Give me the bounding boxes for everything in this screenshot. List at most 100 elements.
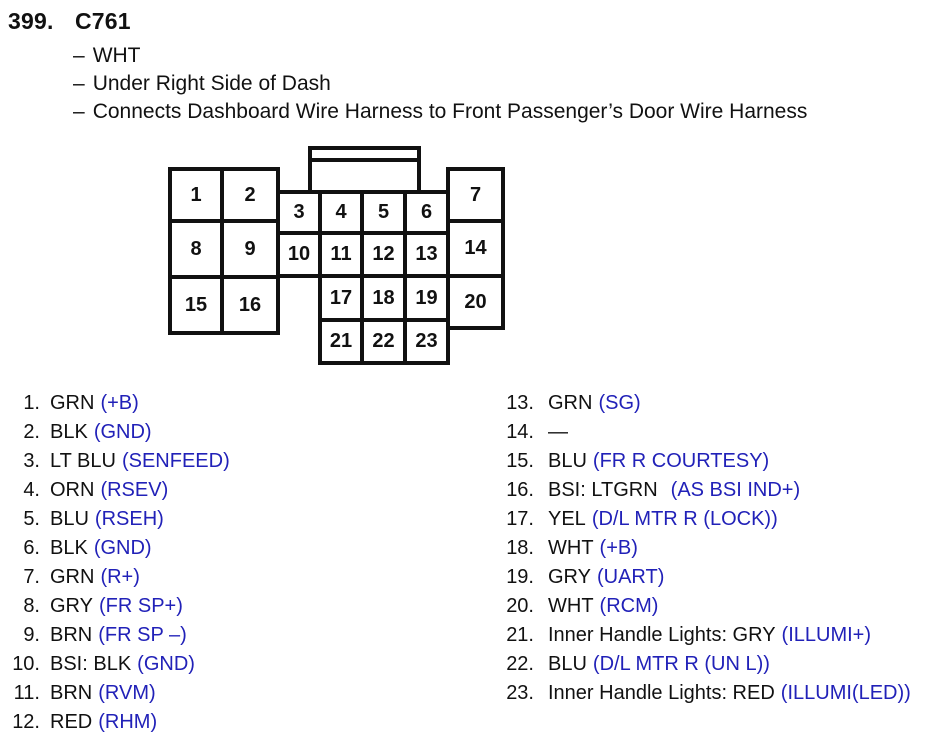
pin-list-item: 21.Inner Handle Lights: GRY(ILLUMI+) [492, 621, 926, 650]
pin-cell-10: 10 [276, 231, 322, 278]
pin-list-item: 8. GRY(FR SP+) [0, 592, 460, 621]
pin-number: 15. [506, 450, 534, 472]
wire-color-label: BLU [50, 508, 89, 530]
connector-notes: –WHT –Under Right Side of Dash –Connects… [73, 42, 807, 126]
pin-cell-12: 12 [360, 231, 407, 278]
wire-color-label: BLK [50, 421, 88, 443]
signal-name: (RVM) [98, 682, 156, 704]
pin-cell-20: 20 [446, 274, 505, 330]
wire-color-label: RED [50, 711, 93, 733]
wire-color-label: GRY [548, 566, 591, 588]
pin-list-left: 1.GRN(+B)2.BLK(GND)3.LT BLU(SENFEED)4.OR… [0, 389, 460, 737]
pin-list-item: 23.Inner Handle Lights: RED(ILLUMI(LED)) [492, 679, 926, 708]
wire-color-label: GRN [50, 566, 95, 588]
signal-name: (FR R COURTESY) [592, 450, 770, 472]
pin-list-item: 6. BLK(GND) [0, 534, 460, 563]
pin-list-item: 18.WHT(+B) [492, 534, 926, 563]
pin-cell-22: 22 [360, 318, 407, 365]
pin-cell-9: 9 [220, 219, 280, 279]
pin-list-item: 13. GRN(SG) [492, 389, 926, 418]
wire-color-label: BRN [50, 682, 93, 704]
pin-cell-23: 23 [403, 318, 450, 365]
pin-cell-7: 7 [446, 167, 505, 223]
signal-name: (RCM) [599, 595, 659, 617]
pin-list-item: 7. GRN(R+) [0, 563, 460, 592]
note-location: –Under Right Side of Dash [73, 70, 807, 98]
pin-cell-2: 2 [220, 167, 280, 223]
signal-name: (GND) [93, 537, 152, 559]
pin-number: 1. [23, 392, 40, 414]
pin-number: 17. [506, 508, 534, 530]
pin-cell-14: 14 [446, 219, 505, 278]
signal-name: (+B) [100, 392, 139, 414]
dash-bullet: – [73, 100, 85, 123]
wire-color-label: WHT [548, 595, 594, 617]
pin-number: 8. [23, 595, 40, 617]
pin-cell-6: 6 [403, 190, 450, 235]
wire-color-label: GRY [50, 595, 93, 617]
signal-name: (SG) [598, 392, 641, 414]
connector-keyway-bar [312, 158, 417, 162]
signal-name: (RSEH) [94, 508, 164, 530]
signal-name: (D/L MTR R (UN L)) [592, 653, 770, 675]
pin-number: 18. [506, 537, 534, 559]
signal-name: (ILLUMI+) [781, 624, 872, 646]
page-title: 399.C761 [8, 8, 131, 35]
pin-cell-16: 16 [220, 275, 280, 335]
pin-list-item: 12.RED(RHM) [0, 708, 460, 737]
pin-number: 13. [506, 392, 534, 414]
pin-number: 7. [23, 566, 40, 588]
pin-number: 10. [12, 653, 40, 675]
pin-number: 21. [506, 624, 534, 646]
wire-color-label: WHT [548, 537, 594, 559]
wire-color-label: — [548, 421, 568, 443]
pin-list-item: 11. BRN(RVM) [0, 679, 460, 708]
pin-list-item: 20.WHT(RCM) [492, 592, 926, 621]
pin-number: 22. [506, 653, 534, 675]
pin-number: 9. [23, 624, 40, 646]
signal-name: (GND) [137, 653, 195, 675]
pin-cell-15: 15 [168, 275, 224, 335]
signal-name: (SENFEED) [121, 450, 230, 472]
item-number: 399. [8, 8, 54, 34]
pin-list-item: 16.BSI: LTGRN(AS BSI IND+) [492, 476, 926, 505]
signal-name: (ILLUMI(LED)) [780, 682, 911, 704]
wire-color-label: Inner Handle Lights: RED [548, 682, 775, 704]
signal-name: (FR SP –) [98, 624, 187, 646]
pin-cell-21: 21 [318, 318, 364, 365]
signal-name: (R+) [100, 566, 140, 588]
pin-cell-4: 4 [318, 190, 364, 235]
pin-number: 6. [23, 537, 40, 559]
pin-number: 11. [13, 682, 40, 704]
pin-list-item: 3. LT BLU(SENFEED) [0, 447, 460, 476]
wire-color-label: BSI: BLK [50, 653, 132, 675]
wire-color-label: LT BLU [50, 450, 116, 472]
wire-color-label: BLU [548, 450, 587, 472]
wire-color-label: GRN [548, 392, 593, 414]
pin-list-item: 17. YEL(D/L MTR R (LOCK)) [492, 505, 926, 534]
pin-cell-3: 3 [276, 190, 322, 235]
signal-name: (RSEV) [100, 479, 169, 501]
pin-list-item: 5.BLU(RSEH) [0, 505, 460, 534]
signal-name: (FR SP+) [98, 595, 183, 617]
pin-number: 16. [506, 479, 534, 501]
pin-list-item: 22.BLU(D/L MTR R (UN L)) [492, 650, 926, 679]
pin-number: 3. [23, 450, 40, 472]
wire-color-label: YEL [548, 508, 586, 530]
pin-list-item: 9.BRN(FR SP –) [0, 621, 460, 650]
pin-cell-1: 1 [168, 167, 224, 223]
pin-number: 14. [506, 421, 534, 443]
pin-list-item: 10. BSI: BLK(GND) [0, 650, 460, 679]
pin-list-item: 15. BLU(FR R COURTESY) [492, 447, 926, 476]
signal-name: (D/L MTR R (LOCK)) [591, 508, 778, 530]
note-color: –WHT [73, 42, 807, 70]
dash-bullet: – [73, 44, 85, 67]
dash-bullet: – [73, 72, 85, 95]
connector-keyway-tab [308, 146, 421, 192]
wire-color-label: BLK [50, 537, 88, 559]
signal-name: (UART) [596, 566, 665, 588]
pin-number: 4. [23, 479, 40, 501]
note-text: Under Right Side of Dash [92, 72, 331, 95]
note-text: WHT [92, 44, 141, 67]
